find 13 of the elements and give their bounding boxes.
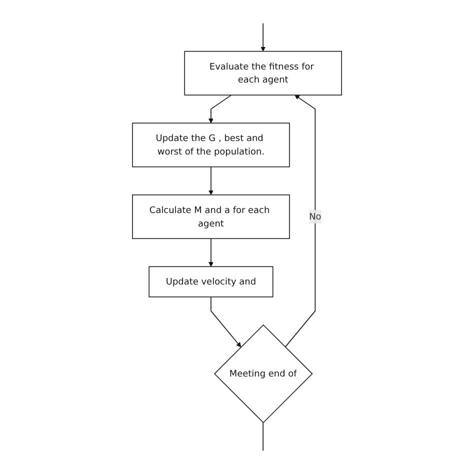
node-box	[148, 266, 274, 298]
arrow	[284, 94, 316, 348]
node-box	[184, 50, 342, 96]
arrow	[208, 94, 232, 124]
arrow	[210, 296, 242, 348]
node-diamond	[214, 324, 313, 424]
arrow	[208, 166, 214, 196]
node-box	[132, 194, 290, 240]
connector	[262, 422, 264, 452]
flowchart: Evaluate the fitness for each agent Update the G , best and worst of the population. Calculate M and a for each agent Update velocity and Meeting end of No	[128, 2, 346, 472]
node-box	[132, 122, 290, 168]
arrow	[260, 22, 266, 52]
arrow	[208, 238, 214, 267]
